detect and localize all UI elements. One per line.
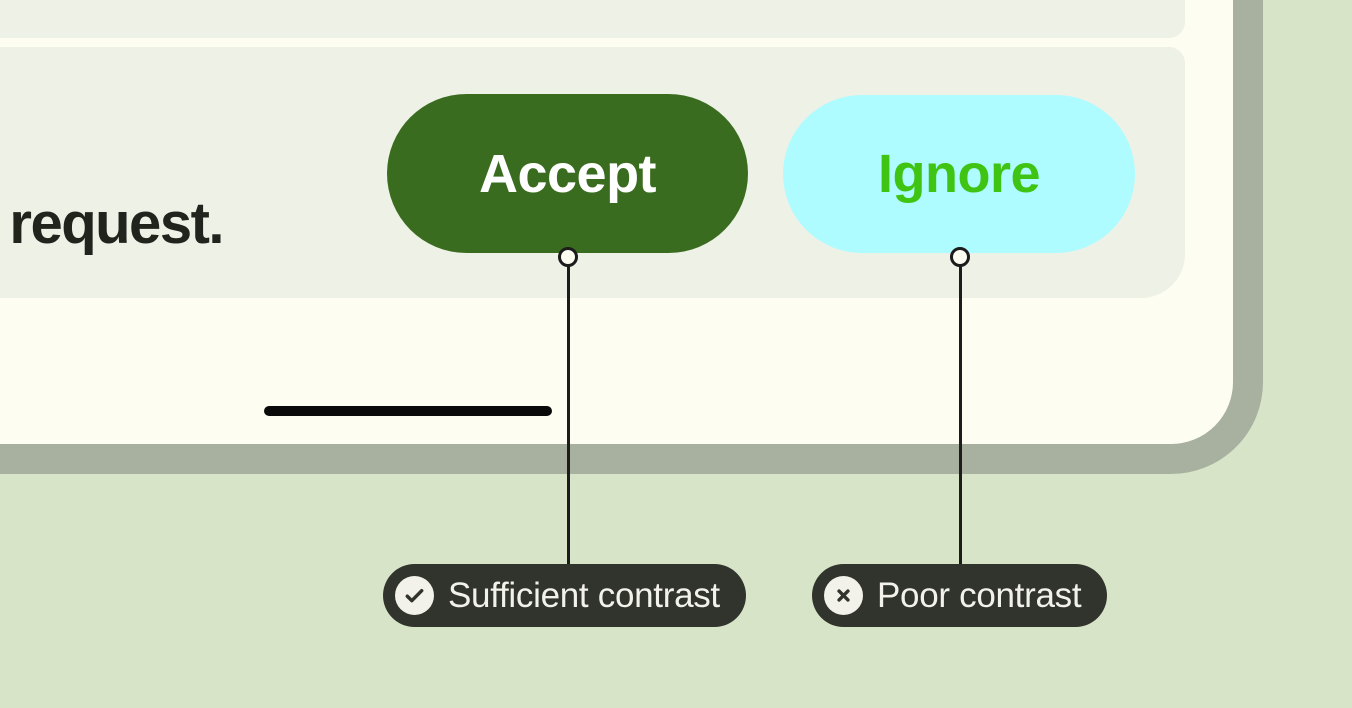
message-text: a request. <box>0 191 225 256</box>
message-panel-top <box>0 0 1185 38</box>
sufficient-contrast-label: Sufficient contrast <box>448 575 720 615</box>
ignore-button[interactable]: Ignore <box>783 95 1135 253</box>
ignore-connector-line <box>959 266 962 565</box>
poor-contrast-callout: Poor contrast <box>812 564 1108 627</box>
accept-connector-dot <box>558 247 578 267</box>
poor-contrast-label: Poor contrast <box>877 575 1082 615</box>
sufficient-contrast-callout: Sufficient contrast <box>383 564 746 627</box>
ignore-connector-dot <box>950 247 970 267</box>
home-indicator-bar <box>264 406 552 416</box>
x-icon <box>824 576 863 615</box>
accept-button[interactable]: Accept <box>387 94 748 253</box>
accept-connector-line <box>567 266 570 565</box>
check-icon <box>395 576 434 615</box>
